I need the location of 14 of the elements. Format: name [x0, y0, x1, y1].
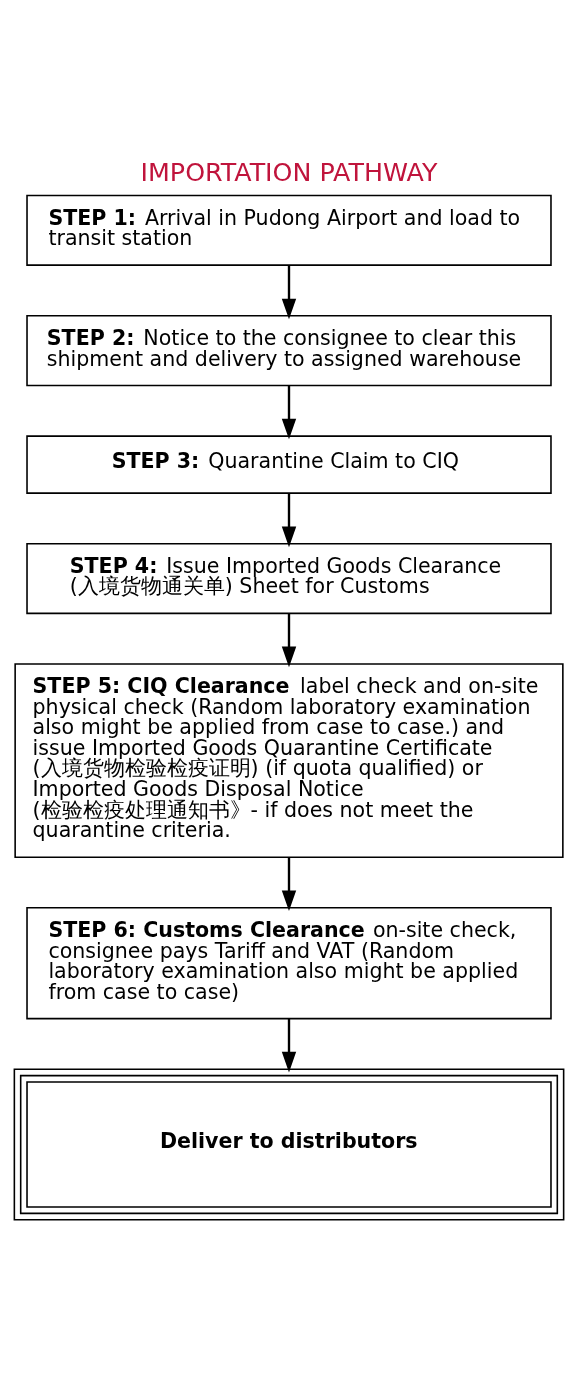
arrow [281, 856, 297, 911]
arrow [281, 493, 297, 547]
node-box: STEP 4: Issue Imported Goods Clearance (入境货物通关单) Sheet for Customs [26, 542, 552, 614]
node-box: STEP 2: Notice to the consignee to clear this shipment and delivery to assigned warehouse [26, 314, 552, 386]
arrow [281, 613, 297, 667]
node-box: STEP 5: CIQ Clearance label check and on-site physical check (Random laboratory examination also might be applied from case to case.) and issue Imported Goods Quarantine Certificate (入境货物检验检疫证明) (if quota qualified) or Imported Goods Disposal Notice (检验检疫处理通知书》- if does not meet the quarantine criteria. [14, 662, 564, 858]
arrow [281, 264, 297, 319]
node-box: STEP 3: Quarantine Claim to CIQ [26, 434, 552, 494]
arrow [281, 384, 297, 439]
node-box: STEP 6: Customs Clearance on-site check, consignee pays Tariff and VAT (Random laboratory examination also might be applied from case to case) [26, 906, 552, 1019]
diagram-title: IMPORTATION PATHWAY [140, 156, 438, 187]
node-box: Deliver to distributors [13, 1068, 565, 1220]
node-box: STEP 1: Arrival in Pudong Airport and load to transit station [26, 194, 552, 266]
arrow [281, 1018, 297, 1072]
